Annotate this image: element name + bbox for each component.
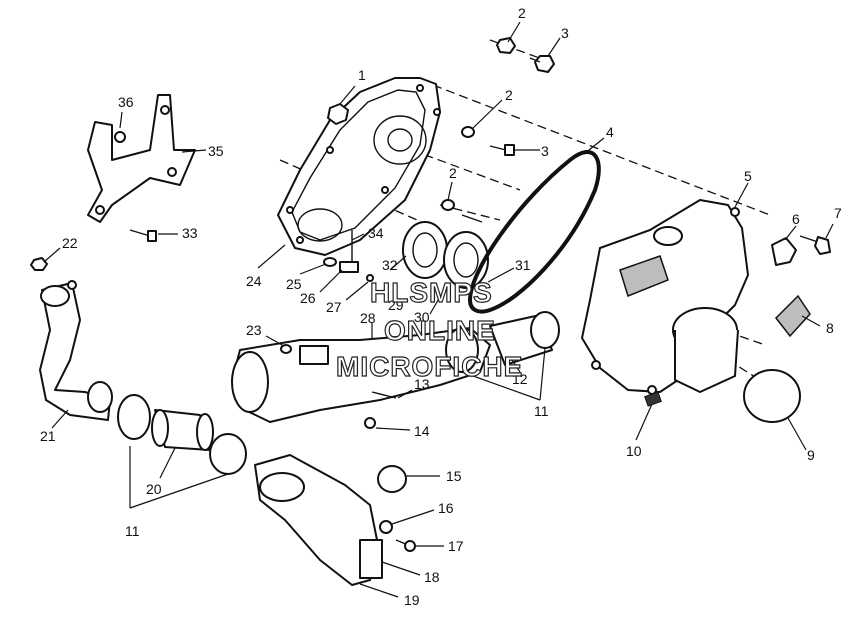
callout-16: 16 — [438, 500, 454, 516]
washer-2-top — [496, 37, 516, 54]
callout-26: 26 — [300, 290, 316, 306]
callout-25: 25 — [286, 276, 302, 292]
callout-17: 17 — [448, 538, 464, 554]
inner-cover-plate — [277, 77, 441, 256]
watermark-line-1: HLSMPS — [370, 277, 493, 308]
callout-4: 4 — [606, 124, 614, 140]
nut-22 — [30, 257, 48, 271]
intake-duct — [231, 327, 491, 423]
washer-2-mid — [461, 126, 475, 138]
bracket-23 — [280, 344, 292, 354]
callout-2-low: 2 — [449, 165, 457, 181]
callout-35: 35 — [208, 143, 224, 159]
duct-19 — [254, 454, 383, 586]
clamp-11-center — [209, 433, 247, 475]
callout-11-bottom: 11 — [125, 523, 140, 539]
small-parts-24-27 — [323, 230, 374, 282]
callout-20: 20 — [146, 481, 162, 497]
callout-8: 8 — [826, 320, 834, 336]
drive-belt — [467, 150, 601, 314]
callout-23: 23 — [246, 322, 262, 338]
callout-28: 28 — [360, 310, 376, 326]
callout-30: 30 — [414, 309, 430, 325]
callout-9: 9 — [807, 447, 815, 463]
callout-14: 14 — [414, 423, 430, 439]
seal-32 — [402, 221, 448, 279]
callout-33: 33 — [182, 225, 198, 241]
callout-2-top: 2 — [518, 5, 526, 21]
callout-3-top: 3 — [561, 25, 569, 41]
callout-7: 7 — [834, 205, 842, 221]
callout-5: 5 — [744, 168, 752, 184]
watermark-line-3: MICROFICHE — [336, 351, 523, 382]
callout-6: 6 — [792, 211, 800, 227]
duct-21 — [39, 280, 113, 421]
bolt-17 — [395, 539, 416, 552]
callout-15: 15 — [446, 468, 462, 484]
callout-31: 31 — [515, 257, 531, 273]
gasket-9 — [743, 369, 801, 423]
callout-34: 34 — [368, 225, 384, 241]
callout-3-mid: 3 — [541, 143, 549, 159]
callout-1: 1 — [358, 67, 366, 83]
washer-1 — [327, 103, 349, 125]
callout-29: 29 — [388, 297, 404, 313]
nut-16 — [379, 520, 393, 534]
callout-2-mid: 2 — [505, 87, 513, 103]
callout-12: 12 — [512, 371, 528, 387]
callout-22: 22 — [62, 235, 78, 251]
bolt-13-14 — [364, 391, 397, 429]
callout-21: 21 — [40, 428, 56, 444]
callout-32: 32 — [382, 257, 398, 273]
clip-6 — [771, 237, 797, 266]
callout-36: 36 — [118, 94, 134, 110]
bolt-3-mid — [489, 144, 515, 156]
sleeve-20 — [151, 409, 214, 451]
callouts: 1 2 2 2 3 3 4 5 6 7 8 9 10 11 11 12 — [40, 5, 842, 608]
watermark-line-2: ONLINE — [384, 315, 496, 346]
callout-27: 27 — [326, 299, 342, 315]
clamp-11-left — [117, 394, 151, 440]
mounting-bracket — [87, 94, 196, 223]
watermark: HLSMPS ONLINE MICROFICHE — [335, 276, 523, 382]
bolt-33 — [129, 229, 157, 242]
callout-11-right: 11 — [534, 403, 549, 419]
bolt-3-top — [529, 55, 555, 73]
outer-cover — [581, 199, 749, 395]
bolt-7 — [799, 235, 831, 255]
callout-13: 13 — [414, 376, 430, 392]
callout-19: 19 — [404, 592, 420, 608]
screw-10 — [644, 391, 662, 407]
callout-24: 24 — [246, 273, 262, 289]
clamp-15 — [377, 465, 407, 493]
callout-18: 18 — [424, 569, 440, 585]
plate-8 — [775, 294, 811, 338]
callout-10: 10 — [626, 443, 642, 459]
